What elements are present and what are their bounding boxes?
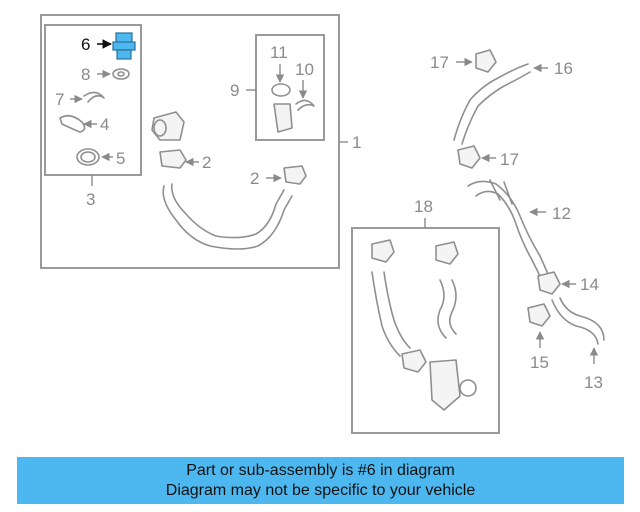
callout-8: 8 [81, 65, 90, 84]
callout-11: 11 [270, 43, 288, 62]
callout-18: 18 [414, 197, 433, 216]
banner-line-1: Part or sub-assembly is #6 in diagram [186, 462, 455, 479]
kit-box-3 [44, 24, 142, 176]
part-13-hose [551, 297, 605, 345]
callout-7: 7 [55, 90, 64, 109]
part-4-seal [59, 114, 86, 133]
callout-2b: 2 [250, 169, 259, 188]
part-10-clip [295, 99, 315, 111]
part-18-hose-a [371, 271, 411, 357]
part-17-clamp-b [457, 145, 481, 169]
info-banner: Part or sub-assembly is #6 in diagram Di… [17, 457, 624, 504]
part-16-hose [453, 63, 531, 145]
part-18-clamp-a [371, 239, 395, 263]
callout-13: 13 [584, 373, 603, 392]
part-12-pipe [467, 179, 549, 277]
part-17-clamp-a [475, 49, 497, 73]
part-5-o-ring [76, 148, 100, 166]
part-7-clip [83, 91, 105, 103]
callout-10: 10 [295, 60, 314, 79]
callout-17b: 17 [500, 150, 519, 169]
callout-14: 14 [580, 275, 599, 294]
part-18-cap [459, 379, 477, 397]
callout-6: 6 [81, 35, 90, 54]
part-6-bleeder-screw[interactable] [112, 32, 136, 60]
part-18-valve [429, 359, 461, 411]
callout-3: 3 [86, 190, 95, 209]
part-18-clamp-c [401, 349, 427, 373]
callout-17a: 17 [430, 53, 449, 72]
callout-2a: 2 [202, 153, 211, 172]
part-18-hose-b [437, 279, 457, 339]
parts-diagram: 1 3 6 8 7 4 5 9 11 10 2 2 [40, 14, 605, 434]
callout-12: 12 [552, 204, 571, 223]
part-1-hose [162, 183, 293, 250]
part-18-clamp-b [435, 241, 459, 265]
part-14-clamp [537, 271, 561, 295]
part-2-clamp-a [159, 149, 187, 169]
callout-9: 9 [230, 81, 239, 100]
banner-line-2: Diagram may not be specific to your vehi… [165, 482, 476, 499]
part-15-clamp [527, 303, 551, 327]
callout-15: 15 [530, 353, 549, 372]
part-8-washer [112, 68, 130, 80]
callout-16: 16 [554, 59, 573, 78]
part-housing [151, 111, 185, 141]
part-fitting [273, 103, 293, 133]
part-2-clamp-b [283, 165, 307, 185]
callout-4: 4 [100, 115, 109, 134]
part-11-o-ring [271, 83, 291, 97]
kit-box-9 [255, 34, 325, 141]
callout-5: 5 [116, 149, 125, 168]
callout-1: 1 [352, 133, 361, 152]
